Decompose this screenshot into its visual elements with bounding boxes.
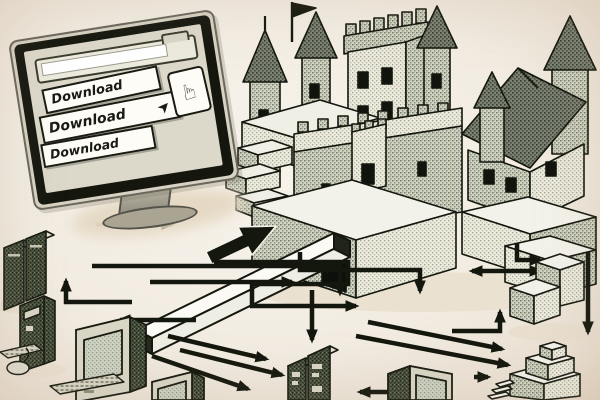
- tower-pc-pair: [287, 345, 339, 400]
- big-cursor-arrow: [205, 225, 277, 265]
- small-monitor: [151, 371, 205, 400]
- stepped-block: [509, 253, 585, 325]
- pixel-castle: [225, 2, 597, 299]
- monitor-screen: Download Download ➤ Download ☞: [23, 23, 223, 194]
- desktop-monitor: [387, 365, 453, 400]
- stepped-pyramid: [487, 341, 581, 400]
- download-button-3-label: Download: [48, 134, 120, 162]
- desk-keyboard: [49, 373, 125, 395]
- keyboard-and-mouse: [0, 343, 43, 376]
- browser-tab[interactable]: [160, 29, 190, 45]
- monitor: Download Download ➤ Download ☞: [7, 8, 241, 212]
- server-rack-pair: [3, 230, 55, 311]
